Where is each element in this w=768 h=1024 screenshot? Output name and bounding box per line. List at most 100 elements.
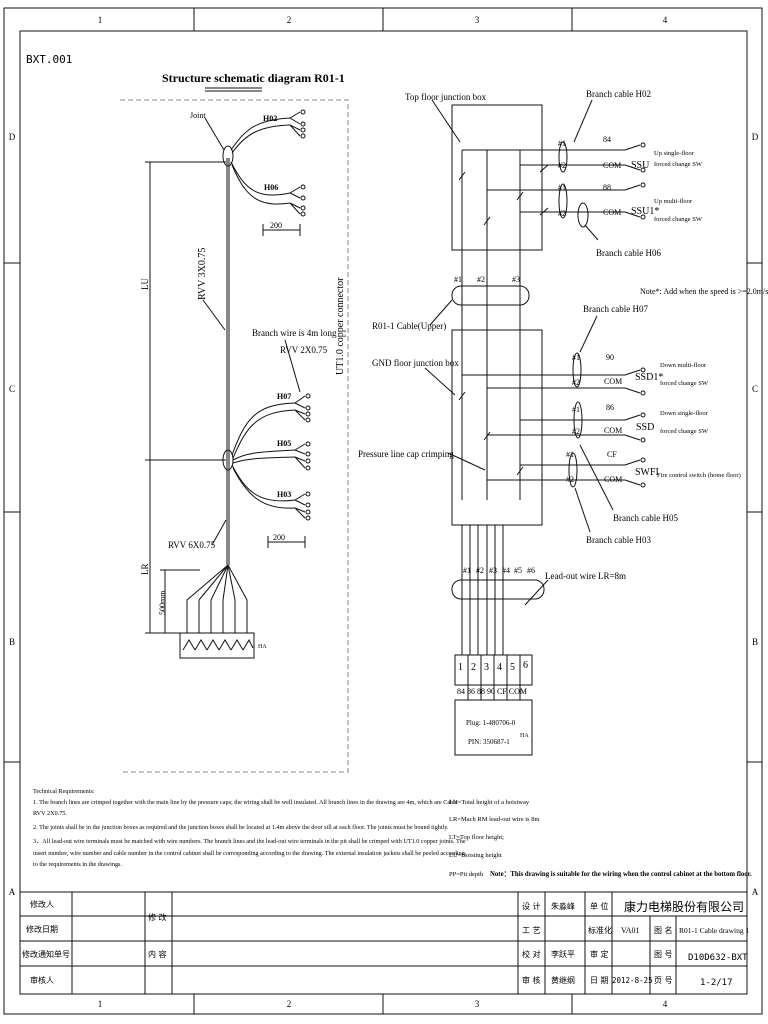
bottom-note: Note：This drawing is suitable for the wi… — [490, 871, 752, 878]
tb-designer: 朱淼峰 — [551, 901, 575, 911]
legend: LH=Total height of a hoistway LR=Mach RM… — [449, 799, 540, 878]
ssd1-desc-2: forced change SW — [660, 380, 709, 387]
leadout-label: Lead-out wire LR=8m — [545, 571, 626, 581]
tb-change: 修 改 — [148, 912, 167, 922]
tb-audit: 审 核 — [522, 975, 541, 985]
zone-col-3: 3 — [475, 15, 480, 25]
h06-label: H06 — [264, 183, 278, 192]
h07-label: H07 — [277, 392, 291, 401]
rvv-6x-label: RVV 6X0.75 — [168, 540, 216, 550]
rvv-main-label: RVV 3X0.75 — [197, 248, 208, 300]
tb-check: 校 对 — [522, 949, 541, 959]
lead-1: #1 — [463, 566, 471, 575]
tb-page-val: 1-2/17 — [700, 978, 733, 988]
tb-rev-person: 修改人 — [30, 899, 54, 909]
ssd1-label: SSD1* — [635, 372, 663, 383]
gnd-box-label: GND floor junction box — [372, 358, 459, 368]
cable-h03-label: Branch cable H03 — [586, 535, 651, 545]
tb-company: 康力电梯股份有限公司 — [624, 899, 744, 914]
zone-col-2-bottom: 2 — [287, 999, 292, 1009]
requirement-line-5: insert number, wire number and cable num… — [33, 850, 465, 857]
plug-num-5: 5 — [510, 662, 515, 673]
top-junction-box — [451, 104, 543, 251]
zone-col-1: 1 — [98, 15, 103, 25]
tb-checker: 李跃平 — [551, 949, 575, 959]
term-88: 88 — [603, 183, 611, 192]
term-com-3: COM — [604, 377, 622, 386]
lead-2: #2 — [476, 566, 484, 575]
speed-note: Note*: Add when the speed is >=2.0m/s — [640, 287, 768, 296]
zone-row-b-right: B — [752, 637, 758, 647]
lead-6: #6 — [527, 566, 535, 575]
joint-label: Joint — [190, 111, 206, 120]
plug-num-6: 6 — [523, 660, 528, 671]
zone-row-d: D — [9, 132, 16, 142]
requirement-line-6: to the requirements in the drawings. — [33, 861, 122, 868]
plug-ha — [454, 699, 533, 756]
swfi-label: SWFI — [635, 467, 659, 478]
gnd-junction-box — [451, 329, 543, 526]
left-ha-label: HA — [258, 644, 267, 650]
legend-lt: LT=Top floor height; — [449, 834, 504, 841]
term-com-4: COM — [604, 426, 622, 435]
ssu1-n1: #1 — [558, 183, 566, 192]
plug-num-3: 3 — [484, 662, 489, 673]
cable-h07-label: Branch cable H07 — [583, 304, 648, 314]
lu-label: LU — [140, 278, 150, 290]
zone-col-2: 2 — [287, 15, 292, 25]
plug-signals: 84 86 88 90 CF COM — [457, 687, 527, 696]
tb-name-label: 图 名 — [654, 925, 673, 935]
tb-rev-notice: 修改通知单号 — [22, 949, 70, 959]
lr-label: LR — [140, 563, 150, 575]
requirement-line-2: RVV 2X0.75. — [33, 810, 67, 817]
term-86: 86 — [606, 403, 614, 412]
legend-lh: LH=Total height of a hoistway — [449, 799, 530, 806]
r01-cable-label: R01-1 Cable(Upper) — [372, 321, 446, 331]
tb-std-val: VA01 — [621, 926, 640, 935]
tb-auditor: 黄继纲 — [551, 975, 575, 985]
lead-4: #4 — [502, 566, 510, 575]
top-box-label: Top floor junction box — [405, 92, 487, 102]
requirement-line-4: 3、All lead-out wire terminals must be ma… — [33, 838, 466, 845]
ssu1-desc-2: forced change SW — [654, 216, 703, 223]
term-cf: CF — [607, 450, 617, 459]
ssu1-label: SSU1* — [631, 206, 659, 217]
ssd-n1: #1 — [572, 405, 580, 414]
wire-1-label: #1 — [454, 275, 462, 284]
plug-num-4: 4 — [497, 662, 502, 673]
title-block-text: 修改人 修改日期 修改通知单号 审核人 修 改 内 容 设 计 朱淼峰 工 艺 … — [22, 899, 749, 988]
plug-num-2: 2 — [471, 662, 476, 673]
pressure-label: Pressure line cap crimping — [358, 449, 454, 459]
zone-row-c: C — [9, 384, 15, 394]
dim-500-label: 500mm — [158, 590, 167, 615]
swfi-n1: #1 — [566, 450, 574, 459]
tb-unit: 单 位 — [590, 901, 609, 911]
h03-label: H03 — [277, 490, 291, 499]
requirement-line-1: 1. The branch lines are crimped together… — [33, 799, 458, 806]
term-com-5: COM — [604, 475, 622, 484]
lead-3: #3 — [489, 566, 497, 575]
left-cable-diagram — [120, 99, 349, 773]
cable-h05-label: Branch cable H05 — [613, 513, 678, 523]
ssu1-n2: #2 — [558, 209, 566, 218]
cable-h06-label: Branch cable H06 — [596, 248, 661, 258]
tb-date-label: 日 期 — [590, 976, 609, 985]
technical-requirements: Technical Requirements: 1. The branch li… — [33, 788, 466, 868]
zone-row-c-right: C — [752, 384, 758, 394]
tb-rev-date: 修改日期 — [26, 924, 58, 934]
requirements-heading: Technical Requirements: — [33, 788, 95, 795]
branch-note: Branch wire is 4m long — [252, 328, 337, 338]
tb-approve: 审 定 — [590, 949, 609, 959]
wire-3-label: #3 — [512, 275, 520, 284]
r01-cable-band — [451, 285, 530, 306]
branch-spec: RVV 2X0.75 — [280, 345, 328, 355]
ssd1-desc-1: Down multi-floor — [660, 362, 707, 369]
term-com-2: COM — [603, 208, 621, 217]
zone-row-b: B — [9, 637, 15, 647]
term-84: 84 — [603, 135, 611, 144]
plug-part: Plug: 1-480706-0 — [466, 719, 516, 727]
dim-200-top: 200 — [270, 221, 282, 230]
left-ha-connector — [179, 632, 255, 659]
ssd-desc-2: forced change SW — [660, 428, 709, 435]
